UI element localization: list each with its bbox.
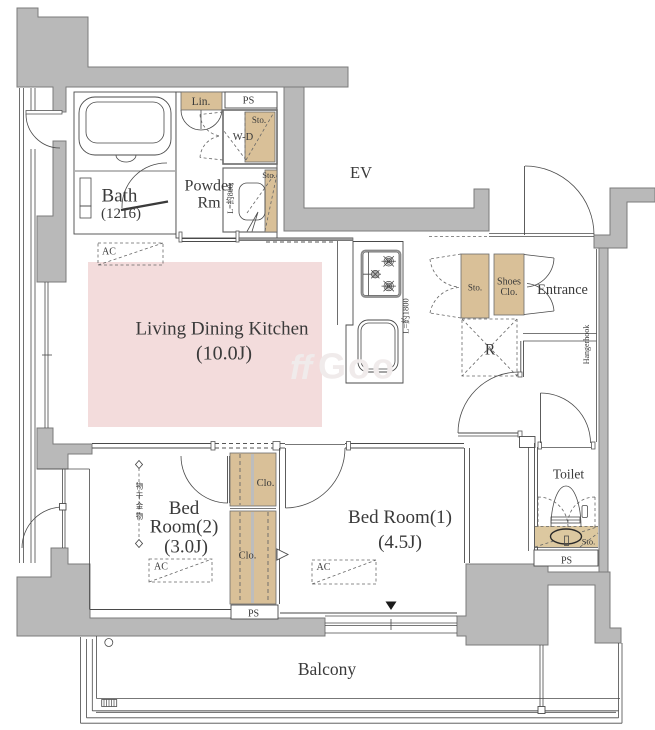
svg-text:(4.5J): (4.5J) <box>378 532 422 553</box>
svg-text:AC: AC <box>154 562 168 573</box>
svg-text:Clo.: Clo. <box>501 287 518 298</box>
svg-text:物: 物 <box>136 481 144 491</box>
svg-text:Hangerhook: Hangerhook <box>582 325 591 365</box>
svg-text:W-D: W-D <box>233 132 254 143</box>
svg-text:(3.0J): (3.0J) <box>164 537 208 558</box>
svg-text:R: R <box>485 342 496 359</box>
svg-text:Shoes: Shoes <box>497 277 521 288</box>
svg-text:Living Dining Kitchen: Living Dining Kitchen <box>135 319 309 340</box>
svg-text:Sto.: Sto. <box>262 170 275 180</box>
svg-text:Rm: Rm <box>197 195 221 212</box>
svg-text:L=約800: L=約800 <box>225 184 235 213</box>
svg-text:PS: PS <box>248 609 259 620</box>
svg-text:Bed Room(1): Bed Room(1) <box>348 507 452 528</box>
svg-text:(1216): (1216) <box>101 206 141 222</box>
svg-text:Sto.: Sto. <box>252 115 266 125</box>
svg-text:AC: AC <box>317 562 331 573</box>
svg-text:Sto.: Sto. <box>468 283 482 293</box>
svg-text:Balcony: Balcony <box>298 659 357 679</box>
svg-text:PS: PS <box>561 556 572 567</box>
svg-text:物: 物 <box>136 511 144 521</box>
svg-text:干: 干 <box>136 492 144 501</box>
svg-text:Sto.: Sto. <box>582 537 595 547</box>
svg-text:金: 金 <box>136 501 144 511</box>
svg-text:Clo.: Clo. <box>257 478 275 489</box>
svg-text:Lin.: Lin. <box>192 96 211 108</box>
svg-text:Clo.: Clo. <box>239 551 257 562</box>
svg-text:ff: ff <box>290 349 316 387</box>
svg-text:Toilet: Toilet <box>553 467 585 482</box>
svg-text:Bed: Bed <box>169 498 200 519</box>
svg-text:Bath: Bath <box>102 186 138 207</box>
svg-text:L=約1800: L=約1800 <box>401 298 411 334</box>
svg-text:EV: EV <box>350 163 372 182</box>
svg-text:Goo: Goo <box>318 346 396 387</box>
svg-text:(10.0J): (10.0J) <box>196 343 252 365</box>
svg-text:Entrance: Entrance <box>537 282 588 298</box>
svg-text:AC: AC <box>102 246 116 257</box>
svg-text:Powder: Powder <box>185 178 235 195</box>
svg-text:Room(2): Room(2) <box>150 517 219 538</box>
svg-text:PS: PS <box>243 96 255 107</box>
